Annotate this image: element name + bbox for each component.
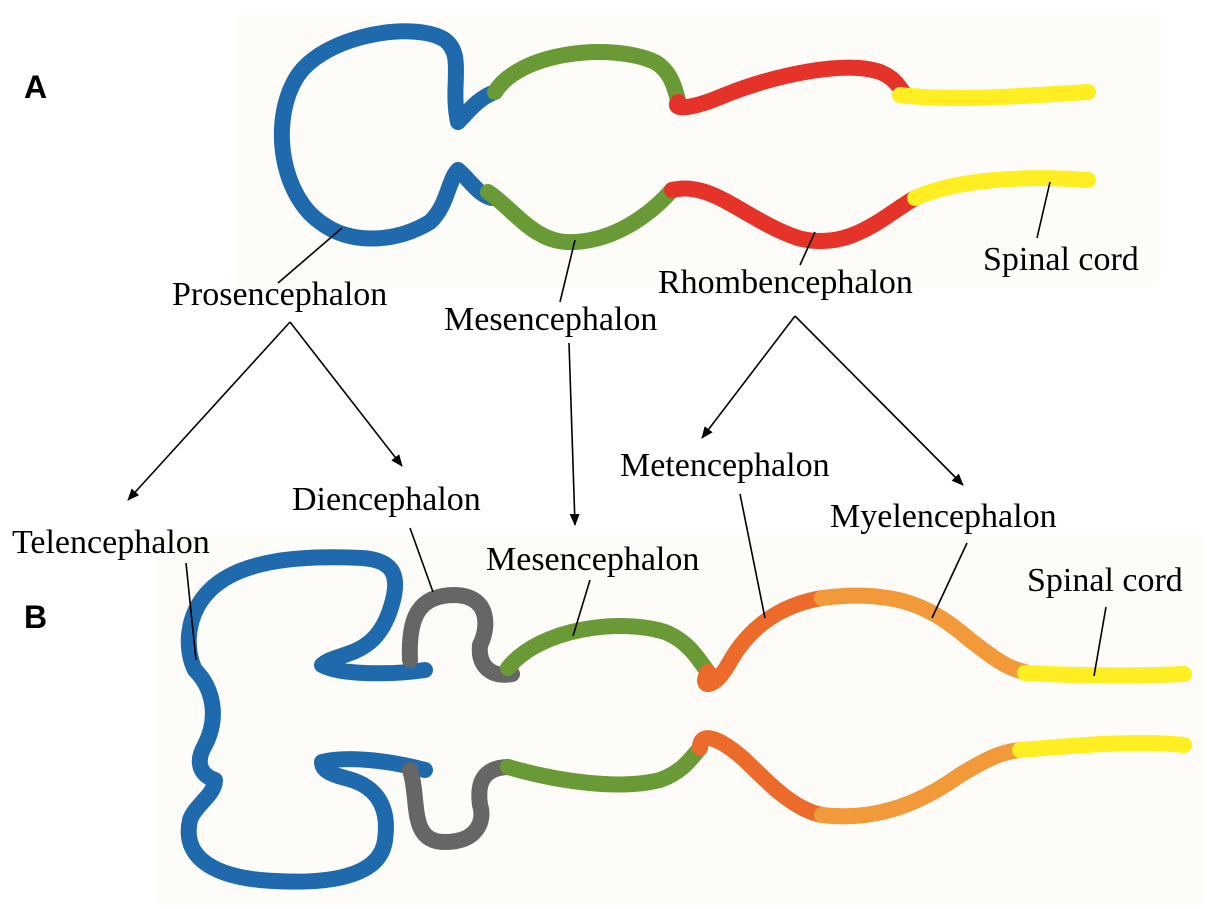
a-spinal-cord-label: Spinal cord xyxy=(983,241,1139,278)
a-spinal-cord-upper xyxy=(900,92,1088,98)
arrow-rhombencephalon-to-metencephalon xyxy=(702,316,795,438)
panel-a-label: A xyxy=(24,69,47,105)
b-spinal-cord-lower xyxy=(1020,743,1184,750)
panel-b-label: B xyxy=(24,599,47,635)
b-spinal-cord-upper xyxy=(1025,673,1184,675)
b-spinal-cord-label: Spinal cord xyxy=(1027,562,1183,599)
b-telencephalon-label: Telencephalon xyxy=(12,524,210,561)
arrow-prosencephalon-to-telencephalon xyxy=(128,322,290,500)
b-mesencephalon-label: Mesencephalon xyxy=(486,541,699,578)
b-diencephalon-label: Diencephalon xyxy=(292,481,481,518)
a-prosencephalon-label: Prosencephalon xyxy=(172,276,387,313)
b-myelencephalon-label: Myelencephalon xyxy=(830,498,1057,535)
arrow-prosencephalon-to-diencephalon xyxy=(290,322,402,466)
arrow-mesencephalon-to-mesencephalon xyxy=(569,343,575,525)
a-mesencephalon-label: Mesencephalon xyxy=(444,301,657,338)
a-rhombencephalon-label: Rhombencephalon xyxy=(658,264,913,301)
b-metencephalon-label: Metencephalon xyxy=(620,447,830,484)
